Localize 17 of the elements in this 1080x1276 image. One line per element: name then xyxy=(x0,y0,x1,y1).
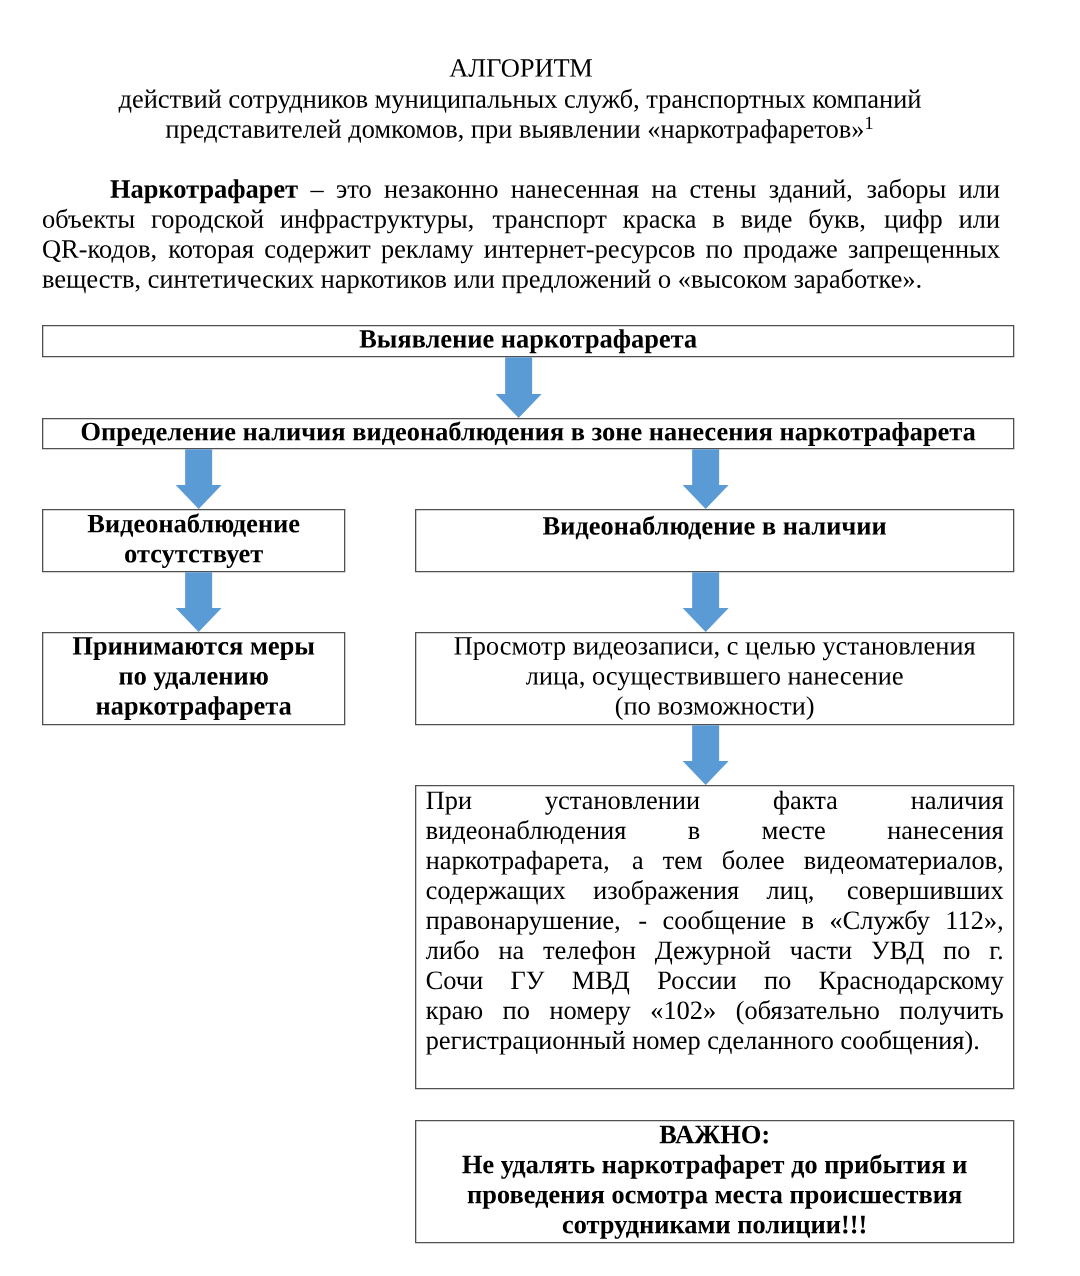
process-box: Принимаются меры по удалению наркотрафарета xyxy=(42,632,346,726)
block-arrow xyxy=(495,357,542,418)
warning-box: ВАЖНО: Не удалять наркотрафарет до прибытия и проведения осмотра места происшествия сотрудниками полиции!!! xyxy=(415,1120,1015,1244)
block-arrow xyxy=(682,449,729,509)
process-box: Просмотр видеозаписи, с целью установления лица, осуществившего нанесение (по возможности) xyxy=(415,632,1015,726)
block-arrow xyxy=(682,725,729,785)
definition-paragraph: Наркотрафарет – это незаконно нанесенная на стены зданий, заборы или объекты городской инфраструктуры, транспорт краска в виде букв, цифр или QR-кодов, которая содержит рекламу интернет-ресурсов по продаже запрещенных веществ, синтетических наркотиков или предложений о «высоком заработке». xyxy=(42,178,1000,294)
block-arrow xyxy=(175,449,222,509)
process-box: Определение наличия видеонаблюдения в зоне нанесения наркотрафарета xyxy=(42,418,1015,450)
block-arrow xyxy=(175,572,222,632)
process-box: Видеонаблюдение в наличии xyxy=(415,509,1015,573)
block-arrow xyxy=(682,572,729,632)
process-box: Видеонаблюдение отсутствует xyxy=(42,509,346,573)
process-box: Выявление наркотрафарета xyxy=(42,325,1015,358)
instruction-box: При установлении факта наличия видеонаблюдения в месте нанесения наркотрафарета, а тем более видеоматериалов, содержащих изображения лиц, совершивших правонарушение, - сообщение в «Службу 112», либо на телефон Дежурной части УВД по г. Сочи ГУ МВД России по Краснодарскому краю по номеру «102» (обязательно получить регистрационный номер сделанного сообщения). xyxy=(415,785,1015,1090)
title: АЛГОРИТМ xyxy=(449,59,593,77)
subtitle: действий сотрудников муниципальных служб, транспортных компаний представителей домкомов, при выявлении «наркотрафаретов»$^{1}$ xyxy=(118,88,921,144)
